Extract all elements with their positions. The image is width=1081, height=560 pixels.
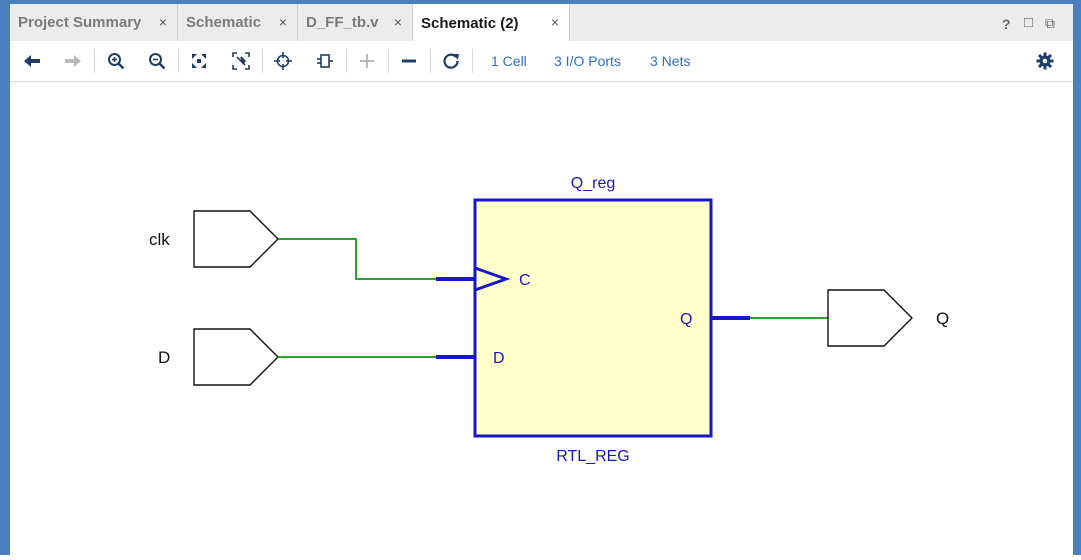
close-icon[interactable]: × [158, 14, 167, 30]
back-arrow-icon[interactable] [21, 50, 43, 72]
pin-label-d: D [493, 350, 505, 367]
tab-schematic[interactable]: Schematic × [178, 4, 298, 41]
forward-arrow-icon[interactable] [62, 50, 84, 72]
tab-bar: Project Summary × Schematic × D_FF_tb.v … [10, 4, 1073, 42]
fit-selection-icon[interactable] [230, 50, 252, 72]
close-icon[interactable]: × [550, 14, 559, 30]
zoom-in-icon[interactable] [105, 50, 127, 72]
pin-label-c: C [519, 272, 531, 289]
zoom-fit-icon[interactable] [188, 50, 210, 72]
expand-plus-icon[interactable] [356, 50, 378, 72]
float-window-icon[interactable]: ⧉ [1045, 15, 1055, 31]
tab-d-ff-tb[interactable]: D_FF_tb.v × [298, 4, 413, 41]
schematic-svg: clk D Q_reg RTL_REG C D Q Q [149, 175, 949, 465]
tab-label: Schematic (2) [421, 14, 519, 32]
select-crosshair-icon[interactable] [272, 50, 294, 72]
close-icon[interactable]: × [278, 14, 287, 30]
refresh-icon[interactable] [440, 50, 462, 72]
tab-label: D_FF_tb.v [306, 14, 379, 31]
cell-type-name: RTL_REG [556, 448, 630, 465]
cell-q-reg[interactable] [473, 198, 713, 438]
clock-triangle-icon [474, 266, 511, 292]
close-icon[interactable]: × [393, 14, 402, 30]
tab-schematic-2[interactable]: Schematic (2) × [413, 4, 570, 42]
gear-icon[interactable] [1034, 50, 1056, 72]
nets-link[interactable]: 3 Nets [650, 53, 691, 69]
input-port-label-clk: clk [149, 230, 170, 249]
schematic-canvas[interactable]: clk D Q_reg RTL_REG C D Q Q [10, 82, 1073, 555]
input-port-clk[interactable] [193, 210, 279, 268]
zoom-out-icon[interactable] [146, 50, 168, 72]
io-ports-link[interactable]: 3 I/O Ports [554, 53, 621, 69]
cells-link[interactable]: 1 Cell [491, 53, 527, 69]
tab-label: Schematic [186, 14, 262, 31]
maximize-icon[interactable]: □ [1024, 14, 1034, 31]
tab-label: Project Summary [18, 14, 142, 31]
cell-icon[interactable] [314, 50, 336, 72]
input-port-label-d: D [158, 348, 170, 367]
output-port-q[interactable] [827, 289, 913, 347]
pin-label-q: Q [680, 311, 692, 328]
help-icon[interactable]: ? [1002, 16, 1011, 32]
output-port-label-q: Q [936, 309, 949, 328]
toolbar: 1 Cell 3 I/O Ports 3 Nets [10, 41, 1073, 82]
net-clk[interactable] [278, 238, 436, 280]
collapse-minus-icon[interactable] [398, 50, 420, 72]
input-port-d[interactable] [193, 328, 279, 386]
tab-project-summary[interactable]: Project Summary × [10, 4, 178, 41]
cell-instance-name: Q_reg [571, 175, 615, 192]
